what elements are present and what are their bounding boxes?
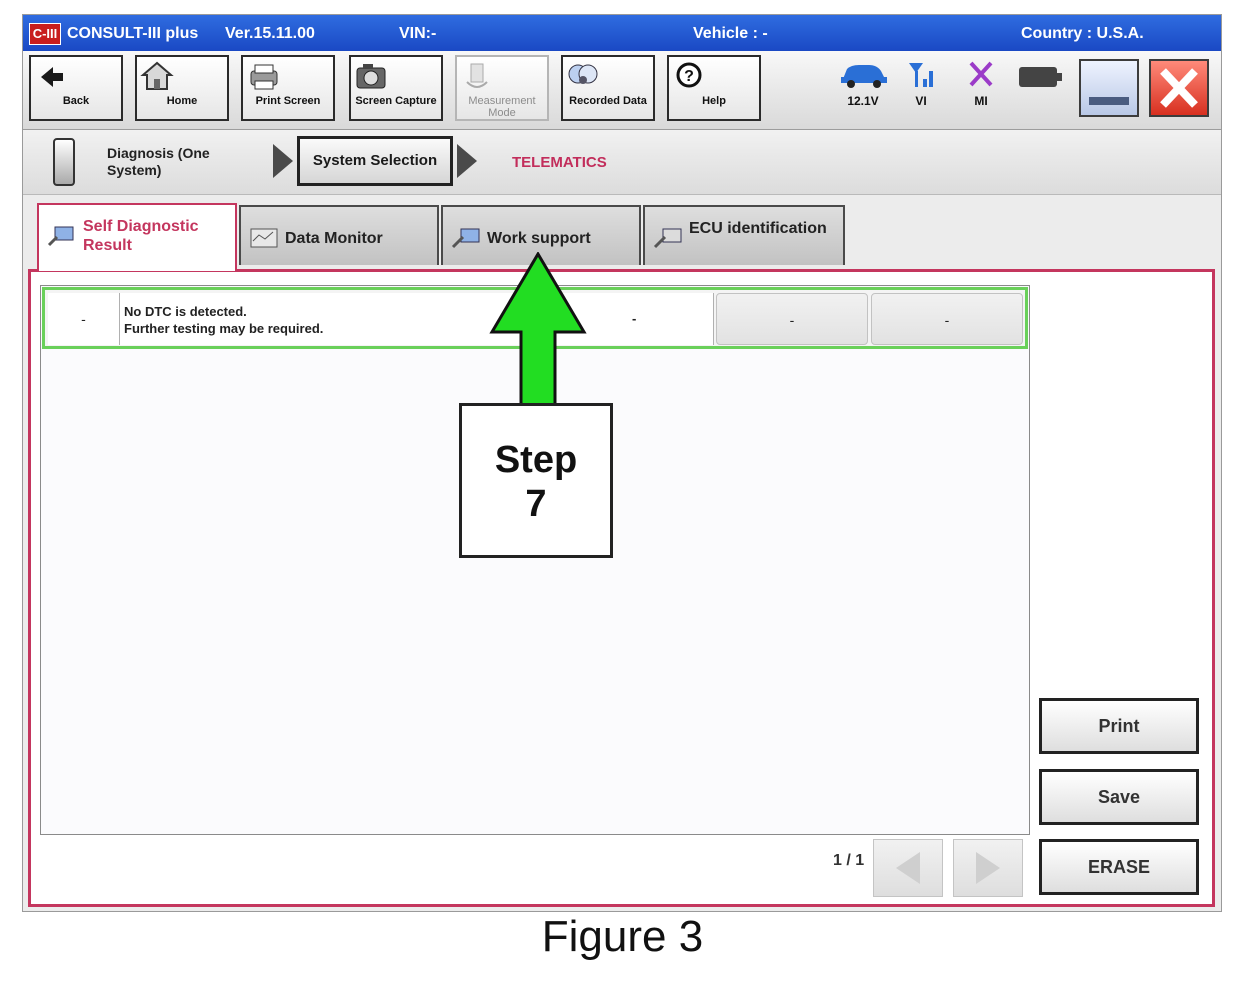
measurement-icon bbox=[466, 63, 488, 88]
breadcrumb-current: TELEMATICS bbox=[512, 154, 607, 171]
print-button[interactable]: Print bbox=[1039, 698, 1199, 754]
self-diagnostic-icon bbox=[47, 226, 74, 247]
erase-button[interactable]: ERASE bbox=[1039, 839, 1199, 895]
app-logo-icon: C-III bbox=[29, 23, 61, 45]
mi-disconnected-icon bbox=[969, 61, 993, 87]
chevron-left-icon bbox=[896, 852, 920, 884]
ecu-identification-icon bbox=[653, 228, 682, 249]
close-button[interactable] bbox=[1149, 59, 1209, 117]
consult-window: C-III CONSULT-III plus Ver.15.11.00 VIN:… bbox=[22, 14, 1222, 912]
breadcrumb-arrow-icon bbox=[457, 144, 477, 178]
tab-ecu-identification[interactable]: ECU identification bbox=[643, 205, 845, 265]
step-annotation: Step 7 bbox=[459, 403, 613, 558]
dtc-message-line2: Further testing may be required. bbox=[124, 321, 324, 336]
help-icon: ? bbox=[676, 62, 702, 88]
battery-status: 12.1V bbox=[835, 59, 891, 108]
dtc-col5-cell: - bbox=[871, 293, 1023, 345]
dtc-code-cell: - bbox=[48, 293, 120, 345]
page-indicator: 1 / 1 bbox=[833, 852, 865, 869]
breadcrumb: Diagnosis (One System) System Selection … bbox=[23, 130, 1221, 195]
breadcrumb-diagnosis: Diagnosis (One System) bbox=[107, 145, 210, 178]
step-arrow-icon bbox=[489, 252, 587, 408]
measurement-mode-button[interactable]: Measurement Mode bbox=[455, 55, 549, 121]
country-label: Country : U.S.A. bbox=[1021, 25, 1144, 42]
toolbar: Back Home Print Screen Screen Capture bbox=[23, 51, 1221, 130]
back-button[interactable]: Back bbox=[29, 55, 123, 121]
figure-caption: Figure 3 bbox=[541, 912, 704, 961]
dtc-message-line1: No DTC is detected. bbox=[124, 304, 247, 319]
tab-work-support[interactable]: Work support bbox=[441, 205, 641, 265]
signal-icon bbox=[909, 63, 933, 87]
printer-icon bbox=[250, 64, 278, 90]
dtc-col4-cell: - bbox=[716, 293, 868, 345]
save-button[interactable]: Save bbox=[1039, 769, 1199, 825]
vi-status: VI bbox=[893, 59, 949, 108]
screen-capture-button[interactable]: Screen Capture bbox=[349, 55, 443, 121]
home-button[interactable]: Home bbox=[135, 55, 229, 121]
breadcrumb-arrow-icon bbox=[273, 144, 293, 178]
dtc-status-cell: - bbox=[632, 311, 637, 326]
app-version: Ver.15.11.00 bbox=[225, 25, 315, 42]
dtc-message-cell: No DTC is detected. Further testing may … bbox=[120, 293, 714, 345]
tab-data-monitor[interactable]: Data Monitor bbox=[239, 205, 439, 265]
mi-status: MI bbox=[953, 59, 1009, 108]
data-monitor-icon bbox=[250, 228, 278, 248]
chevron-right-icon bbox=[976, 852, 1000, 884]
recorded-data-button[interactable]: Recorded Data bbox=[561, 55, 655, 121]
step-number: 7 bbox=[525, 483, 547, 525]
vehicle-label: Vehicle : - bbox=[693, 25, 768, 42]
minimize-icon bbox=[1089, 97, 1129, 105]
title-bar: C-III CONSULT-III plus Ver.15.11.00 VIN:… bbox=[23, 15, 1221, 51]
work-support-icon bbox=[451, 228, 480, 249]
back-arrow-icon bbox=[41, 67, 63, 87]
device-icon bbox=[53, 138, 75, 186]
recorded-data-icon bbox=[568, 64, 598, 84]
minimize-button[interactable] bbox=[1079, 59, 1139, 117]
car-icon bbox=[841, 65, 887, 88]
self-diagnostic-panel: - No DTC is detected. Further testing ma… bbox=[28, 269, 1215, 907]
close-icon bbox=[1160, 68, 1198, 108]
next-page-button[interactable] bbox=[953, 839, 1023, 897]
previous-page-button[interactable] bbox=[873, 839, 943, 897]
app-title: CONSULT-III plus bbox=[67, 25, 199, 42]
tab-self-diagnostic-result[interactable]: Self Diagnostic Result bbox=[37, 203, 237, 271]
camera-icon bbox=[356, 64, 386, 89]
vin-label: VIN:- bbox=[399, 25, 437, 42]
home-icon bbox=[140, 61, 174, 90]
svg-text:?: ? bbox=[684, 68, 694, 85]
system-selection-button[interactable]: System Selection bbox=[297, 136, 453, 186]
help-button[interactable]: ? Help bbox=[667, 55, 761, 121]
print-screen-button[interactable]: Print Screen bbox=[241, 55, 335, 121]
step-label: Step bbox=[494, 439, 578, 481]
battery-icon bbox=[1019, 67, 1062, 87]
